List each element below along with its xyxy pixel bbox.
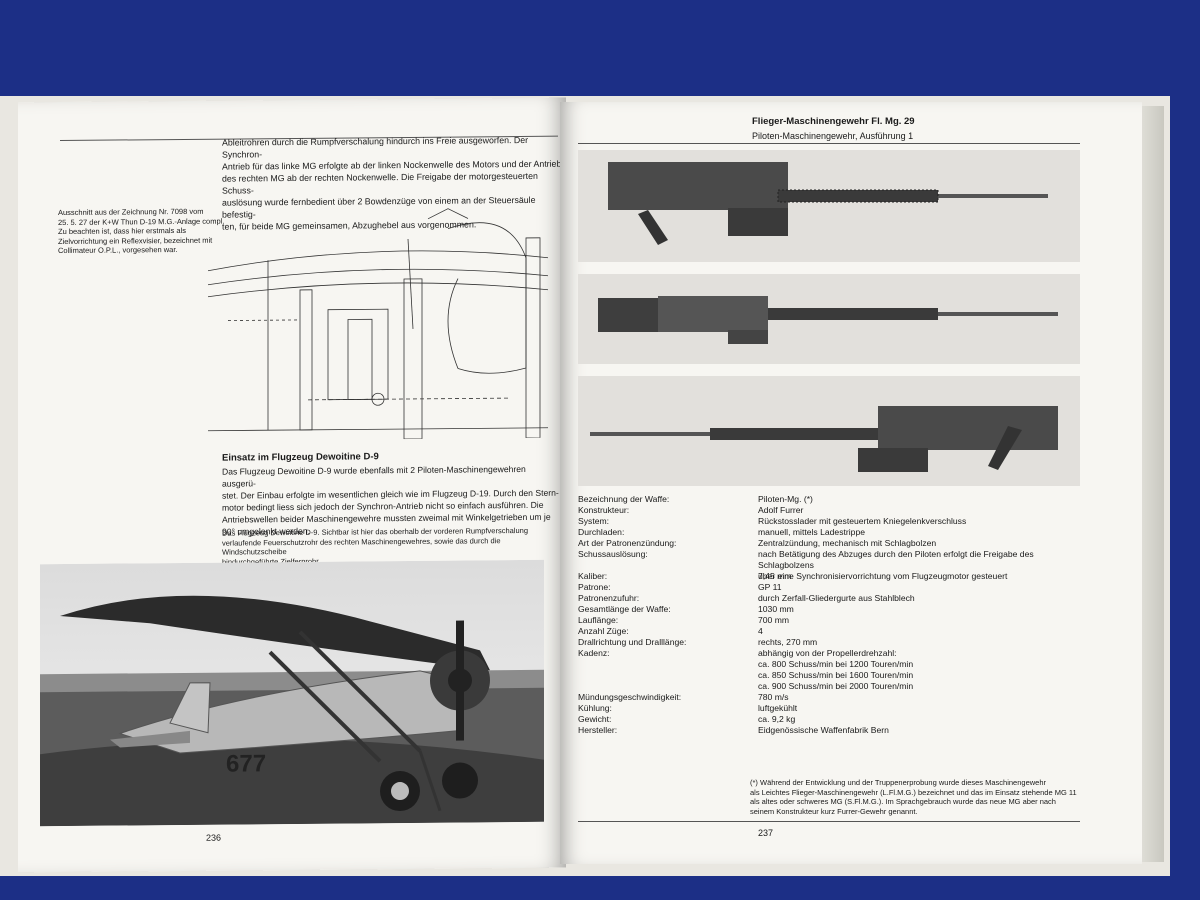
spec-label: Bezeichnung der Waffe: [578,494,670,504]
spec-label: Drallrichtung und Dralllänge: [578,637,687,647]
spec-value: abhängig von der Propellerdrehzahl: ca. … [758,648,914,691]
spec-value: luftgekühlt [758,703,798,713]
aircraft-photo [40,559,544,827]
spec-label: Art der Patronenzündung: [578,538,677,548]
spec-label: Gewicht: [578,714,612,724]
footer-rule [578,821,1080,822]
gun-photo-2 [578,274,1080,364]
spec-label: Kaliber: [578,571,608,581]
right-page: Flieger-Maschinengewehr Fl. Mg. 29 Pilot… [560,102,1142,864]
gun-photo-1 [578,150,1080,262]
spec-label: System: [578,516,610,526]
spec-label: Kühlung: [578,703,612,713]
spec-value: 700 mm [758,615,790,625]
spec-value: 4 [758,626,763,636]
spec-table: Bezeichnung der Waffe: Piloten-Mg. (*) K… [578,494,1098,754]
aircraft-number: 677 [226,750,267,778]
spec-label: Patrone: [578,582,611,592]
gun-photo-3 [578,376,1080,486]
page-subtitle: Piloten-Maschinengewehr, Ausführung 1 [752,131,914,141]
section-heading: Einsatz im Flugzeug Dewoitine D-9 [222,451,379,464]
header-rule [578,143,1080,144]
spec-value: GP 11 [758,582,782,592]
spec-label: Hersteller: [578,725,618,735]
spec-label: Lauflänge: [578,615,619,625]
spec-value: Adolf Furrer [758,505,804,515]
spec-label: Schussauslösung: [578,549,648,559]
spec-label: Kadenz: [578,648,610,658]
spec-value: Rückstosslader mit gesteuertem Kniegelen… [758,516,967,526]
drawing-caption: Ausschnitt aus der Zeichnung Nr. 7098 vo… [58,206,225,256]
spec-value: ca. 9,2 kg [758,714,796,724]
spec-label: Patronenzufuhr: [578,593,640,603]
page-stack-edge [1142,106,1164,862]
spec-value: manuell, mittels Ladestrippe [758,527,865,537]
spec-label: Gesamtlänge der Waffe: [578,604,671,614]
spec-value: 1030 mm [758,604,794,614]
spec-value: Eidgenössische Waffenfabrik Bern [758,725,889,735]
spec-value: nach Betätigung des Abzuges durch den Pi… [758,549,1034,581]
spec-value: Zentralzündung, mechanisch mit Schlagbol… [758,538,937,548]
spec-label: Konstrukteur: [578,505,630,515]
spec-value: rechts, 270 mm [758,637,818,647]
spec-value: 780 m/s [758,692,789,702]
spec-value: 7,45 mm [758,571,792,581]
spec-value: Piloten-Mg. (*) [758,494,813,504]
left-page: Ableitrohren durch die Rumpfverschalung … [18,97,566,873]
spec-value: durch Zerfall-Gliedergurte aus Stahlblec… [758,593,915,603]
spec-label: Mündungsgeschwindigkeit: [578,692,682,702]
spec-label: Anzahl Züge: [578,626,629,636]
page-number-right: 237 [758,828,774,838]
page-number-left: 236 [206,832,222,843]
footnote: (*) Während der Entwicklung und der Trup… [750,778,1077,816]
technical-drawing [208,208,549,440]
page-title: Flieger-Maschinengewehr Fl. Mg. 29 [752,116,915,127]
spec-label: Durchladen: [578,527,625,537]
